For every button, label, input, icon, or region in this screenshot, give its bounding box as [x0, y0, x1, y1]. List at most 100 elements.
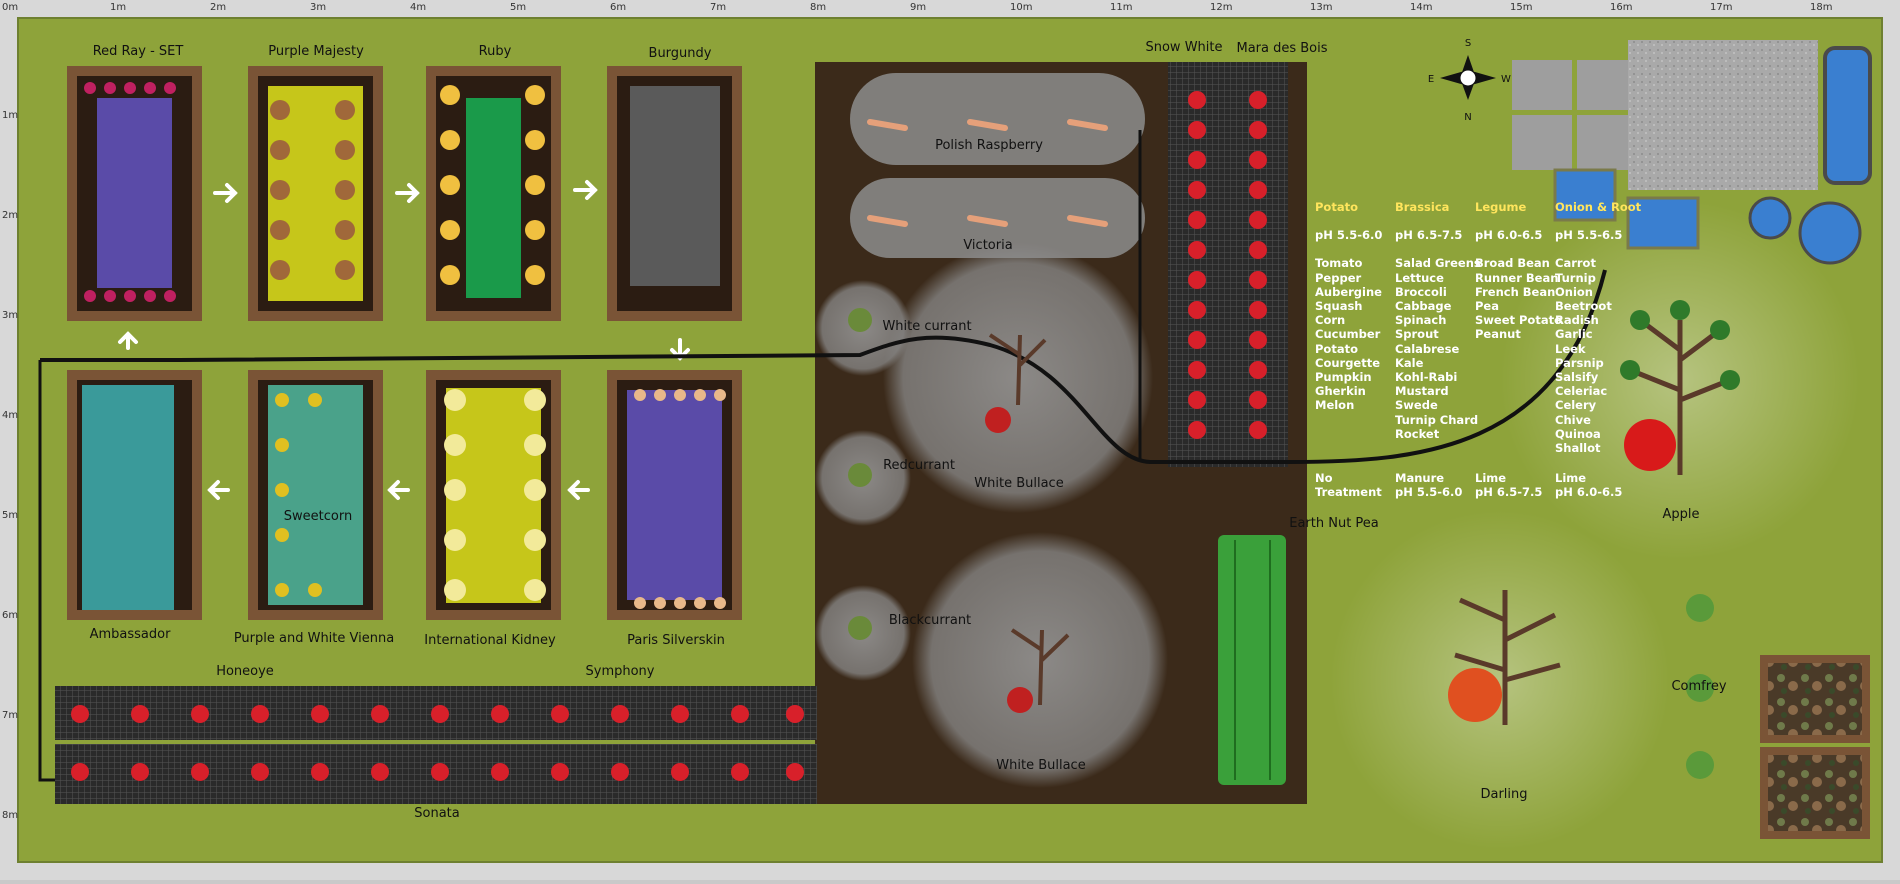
compass-letter-w: W	[1501, 74, 1511, 85]
rotation-column-header: Legume	[1475, 200, 1527, 214]
apple-tree	[1620, 300, 1740, 475]
label-earth-nut-pea: Earth Nut Pea	[1289, 516, 1379, 531]
compass-letter-n: N	[1464, 112, 1472, 123]
darling-canopy	[1330, 510, 1670, 850]
compass-rose	[1440, 55, 1496, 100]
bottom-ruler	[0, 862, 1900, 880]
ruler-top-14: 14m	[1410, 2, 1433, 13]
rotation-crop: Rocket	[1395, 426, 1440, 441]
rotation-treatment-line: Lime	[1555, 471, 1587, 485]
label-red-ray: Red Ray - SET	[92, 44, 184, 59]
rotation-crop: Leek	[1555, 341, 1586, 356]
rotation-crop: Gherkin	[1315, 384, 1366, 399]
strawberry-net-snow-mara[interactable]	[1168, 62, 1288, 467]
ruler-top-18: 18m	[1810, 2, 1833, 13]
kidney-potato-plants	[444, 389, 546, 601]
rotation-crop: Kohl-Rabi	[1395, 370, 1458, 385]
rotation-crop: Shallot	[1555, 441, 1601, 456]
rotation-column-ph: pH 6.0-6.5	[1475, 228, 1543, 243]
onion-plants	[634, 389, 726, 609]
rotation-crop: Lettuce	[1395, 270, 1444, 285]
shed-gravel-roof	[1628, 40, 1818, 190]
compass-letter-e: E	[1427, 74, 1435, 85]
polish-raspberry-row[interactable]	[850, 73, 1145, 165]
rotation-crop: Tomato	[1315, 256, 1363, 271]
bed-purple-white-vienna[interactable]	[248, 370, 383, 620]
sweetcorn-plants	[275, 393, 322, 597]
bed-purple-majesty[interactable]	[248, 66, 383, 321]
rotation-crop: Chive	[1555, 412, 1591, 427]
label-white-bullace-1: White Bullace	[974, 476, 1064, 491]
label-redcurrant: Redcurrant	[883, 458, 955, 473]
ruler-top-3: 3m	[310, 2, 327, 13]
ruler-top-17: 17m	[1710, 2, 1733, 13]
irrigation-hose	[40, 269, 1607, 464]
rotation-crop: Peanut	[1475, 327, 1521, 342]
rotation-crop: Sprout	[1395, 327, 1439, 342]
ruler-top-15: 15m	[1510, 2, 1533, 13]
rotation-treatment-line: Manure	[1395, 471, 1445, 485]
water-butt-round-2	[1798, 201, 1862, 265]
rotation-treatment-line: pH 5.5-6.0	[1395, 485, 1463, 500]
ruler-top-1: 1m	[110, 2, 127, 13]
label-international-kidney: International Kidney	[424, 633, 556, 648]
rotation-column-header: Potato	[1315, 200, 1358, 214]
rotation-crop: Salsify	[1555, 370, 1599, 385]
compost-bins[interactable]	[1760, 655, 1870, 839]
rotation-crop: Cabbage	[1395, 299, 1452, 314]
rotation-crop: Kale	[1395, 355, 1424, 370]
rotation-crop: Salad Greens	[1395, 256, 1481, 271]
victoria-row[interactable]	[850, 178, 1145, 258]
beet-plants	[84, 82, 176, 302]
darling-tree	[1448, 590, 1561, 725]
raspberry-canes	[867, 119, 1108, 227]
rotation-crop: Carrot	[1555, 256, 1596, 271]
ruler-top-2: 2m	[210, 2, 227, 13]
bed-burgundy[interactable]	[607, 66, 742, 321]
white-bullace-tree-2	[1007, 628, 1070, 713]
label-sweetcorn: Sweetcorn	[283, 509, 353, 524]
rotation-crop: Radish	[1555, 313, 1599, 328]
rotation-crop: Spinach	[1395, 313, 1447, 328]
ruler-left-3: 3m	[2, 310, 19, 321]
rotation-crop: Turnip Chard	[1395, 412, 1479, 427]
rotation-crop: Garlic	[1555, 327, 1593, 342]
ruler-left-5: 5m	[2, 510, 19, 521]
ruler-top-12: 12m	[1210, 2, 1233, 13]
label-sonata: Sonata	[414, 806, 460, 821]
currant-bushes	[848, 308, 872, 640]
label-blackcurrant: Blackcurrant	[888, 613, 972, 628]
label-ruby: Ruby	[478, 44, 512, 59]
rotation-crop: Pumpkin	[1315, 370, 1372, 385]
rotation-treatment-line: Treatment	[1315, 485, 1382, 500]
paving-slabs	[1512, 60, 1637, 170]
bed-paris-silverskin[interactable]	[607, 370, 742, 620]
water-tank-medium	[1626, 196, 1700, 250]
rotation-column-header: Onion & Root	[1555, 200, 1642, 214]
ruler-top-10: 10m	[1010, 2, 1033, 13]
compass-letter-s: S	[1464, 38, 1472, 49]
label-purple-white-vienna: Purple and White Vienna	[233, 631, 395, 646]
ruler-top-16: 16m	[1610, 2, 1633, 13]
earth-nut-pea-bed[interactable]	[1218, 535, 1286, 785]
label-polish-raspberry: Polish Raspberry	[935, 138, 1043, 153]
rotation-crop: Pea	[1475, 299, 1499, 314]
ruler-top-5: 5m	[510, 2, 527, 13]
rotation-crop: Potato	[1315, 341, 1358, 356]
rotation-treatment-line: Lime	[1475, 471, 1507, 485]
rotation-crop: Beetroot	[1555, 299, 1612, 314]
rotation-column-ph: pH 5.5-6.0	[1315, 228, 1383, 243]
bed-ambassador[interactable]	[67, 370, 202, 620]
rotation-crop: Celery	[1555, 398, 1597, 413]
rotation-crop: Broccoli	[1395, 284, 1447, 299]
rotation-crop: Pepper	[1315, 270, 1362, 285]
bed-red-ray[interactable]	[67, 66, 202, 321]
rotation-crop: Swede	[1395, 398, 1438, 413]
